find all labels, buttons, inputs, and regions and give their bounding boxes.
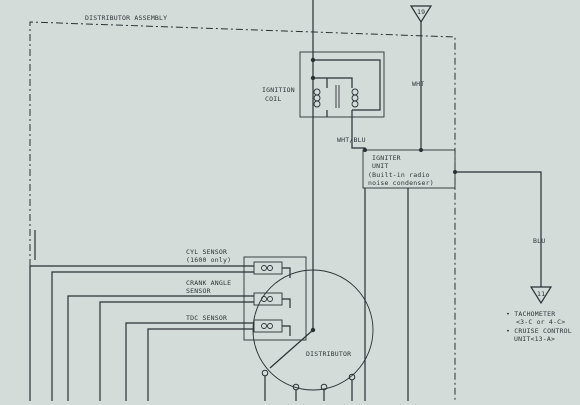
connector-11-label: 11	[537, 290, 545, 298]
output-cruise-control-ref: UNIT<13-A>	[514, 335, 555, 343]
output-tachometer: • TACHOMETER	[506, 310, 555, 318]
igniter-lower-wires	[364, 188, 409, 401]
wht-blu-wire	[351, 110, 367, 152]
main-feed-wire	[310, 0, 316, 333]
distributor-assembly-label: DISTRIBUTOR ASSEMBLY	[85, 14, 167, 22]
wht-label: WHT	[412, 80, 424, 88]
igniter-label-line2: UNIT	[372, 162, 388, 170]
crank-angle-sensor	[67, 292, 291, 401]
output-tachometer-ref: <3-C or 4-C>	[516, 318, 565, 326]
coil-winding-primary	[313, 88, 321, 108]
ignition-coil-label-line2: COIL	[265, 95, 281, 103]
igniter-label-line3: (Built-in radio	[368, 171, 430, 179]
sensor-block	[243, 256, 307, 341]
output-cruise-control: • CRUISE CONTROL	[506, 327, 572, 335]
igniter-unit	[362, 149, 456, 189]
ignition-coil	[299, 51, 385, 118]
cyl-sensor-sublabel: (1600 only)	[186, 256, 231, 264]
crank-angle-sensor-label-line1: CRANK ANGLE	[186, 279, 231, 287]
connector-11	[529, 286, 553, 305]
tdc-sensor-label: TDC SENSOR	[186, 314, 227, 322]
crank-angle-sensor-label-line2: SENSOR	[186, 287, 211, 295]
connector-19	[409, 5, 433, 152]
distributor-label: DISTRIBUTOR	[306, 350, 351, 358]
connector-19-label: 19	[417, 8, 425, 16]
blu-wire	[453, 170, 542, 287]
ignition-coil-label-line1: IGNITION	[262, 86, 295, 94]
left-bus-wires	[29, 230, 36, 401]
blu-label: BLU	[533, 237, 545, 245]
cyl-sensor-label: CYL SENSOR	[186, 248, 227, 256]
igniter-label-line1: IGNITER	[372, 154, 401, 162]
cyl-sensor	[30, 261, 291, 401]
coil-winding-secondary	[351, 88, 359, 108]
distributor-assembly-boundary	[29, 21, 456, 401]
igniter-label-line4: noise condenser)	[368, 179, 434, 187]
distributor	[252, 269, 374, 401]
tdc-sensor	[125, 319, 291, 401]
wht-blu-label: WHT/BLU	[337, 136, 366, 144]
